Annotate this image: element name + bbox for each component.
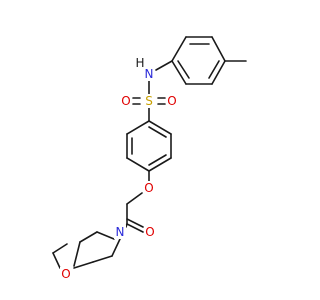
bond-38 [92,255,113,263]
bond-22 [148,120,172,135]
bond-29 [126,223,144,233]
atom-label-o: O [145,225,154,239]
atom-label-background [134,56,146,70]
bond-17 [126,120,150,135]
bond-5 [171,60,187,85]
atom-label-o: O [61,267,70,281]
bond-24 [148,154,167,166]
bond-2 [211,36,226,62]
bond-39 [73,261,94,269]
atom-label-o: O [121,94,130,108]
atom-label-s: S [145,94,153,108]
atom-label-background [120,94,132,108]
bond-8 [177,60,190,79]
bond-layer [52,36,247,269]
bond-31 [125,223,128,228]
atom-label-o: O [144,181,153,195]
bond-27 [126,192,143,205]
atom-label-background [143,181,155,195]
bond-19 [126,157,150,172]
bond-33 [79,231,98,243]
atom-label-n: N [145,67,154,81]
atom-label-o: O [167,94,176,108]
bond-30 [126,218,144,228]
bond-35 [52,252,61,269]
atom-label-background [144,225,156,239]
atom-label-background [114,225,126,239]
atom-label-h: H [135,56,144,70]
atom-label-background [143,94,155,108]
atom-label-n: N [116,225,125,239]
bond-34 [73,241,81,267]
bond-37 [111,238,121,257]
atom-label-background [143,67,155,81]
bond-3 [211,60,226,85]
bond-36 [52,243,68,254]
bond-10 [155,60,173,71]
atom-label-background [60,267,72,281]
bond-7 [208,60,220,79]
bond-32 [96,231,115,240]
atom-label-background [166,94,178,108]
bond-20 [148,157,172,172]
bond-25 [148,126,167,138]
bond-0 [171,36,187,62]
